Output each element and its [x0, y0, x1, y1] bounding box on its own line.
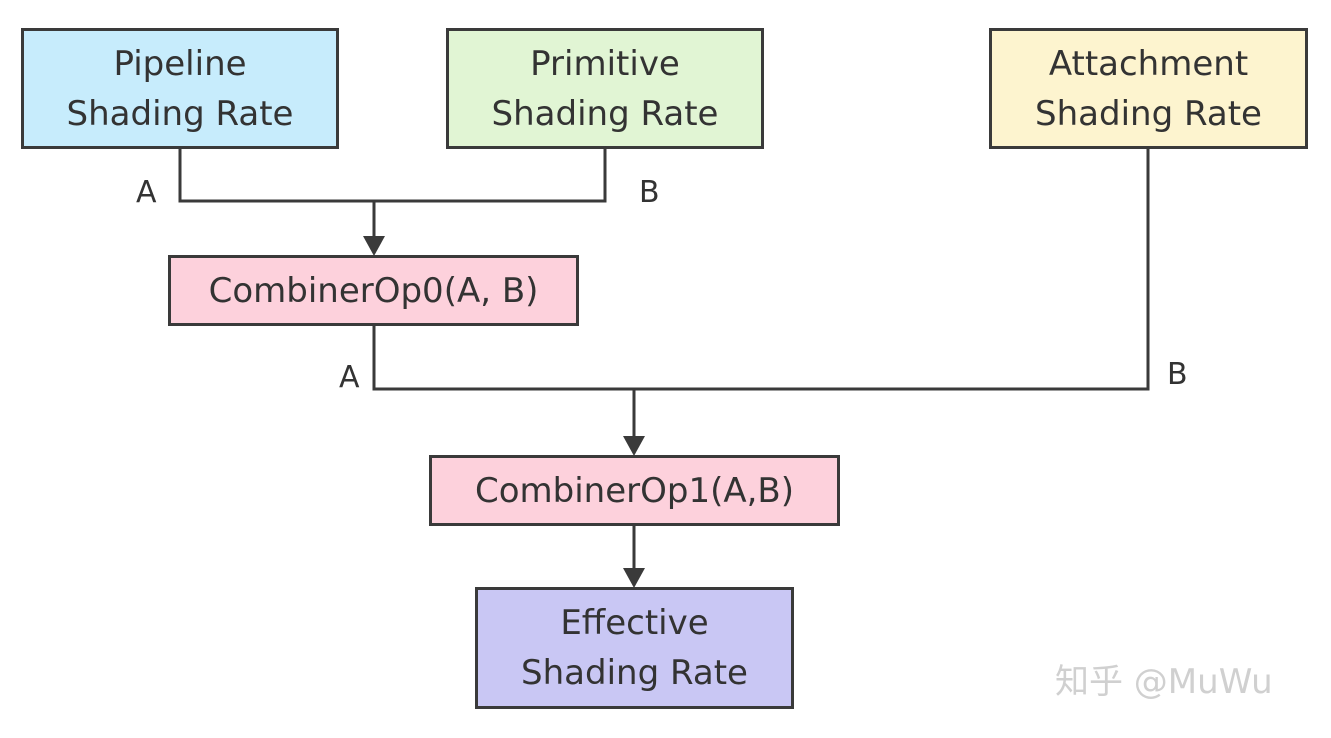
- effective-shading-rate-box: Effective Shading Rate: [475, 587, 794, 709]
- arrowhead-effective: [623, 568, 645, 588]
- combiner-op1-label: CombinerOp1(A,B): [474, 470, 795, 511]
- primitive-line2: Shading Rate: [491, 93, 719, 134]
- edge-primitive-to-merge0: [374, 148, 607, 203]
- primitive-line1: Primitive: [530, 43, 680, 84]
- edge-label-pipeline-a: A: [136, 175, 157, 210]
- arrowhead-combiner0: [363, 236, 385, 256]
- pipeline-line1: Pipeline: [113, 43, 247, 84]
- attachment-shading-rate-box: Attachment Shading Rate: [989, 28, 1308, 149]
- effective-line2: Shading Rate: [521, 653, 748, 693]
- edge-pipeline-to-merge0: [178, 148, 374, 203]
- edge-combiner0-to-merge1: [372, 325, 634, 391]
- combiner-op1-box: CombinerOp1(A,B): [429, 455, 840, 526]
- watermark-text: 知乎 @MuWu: [1055, 662, 1273, 702]
- combiner-op0-label: CombinerOp0(A, B): [208, 270, 539, 311]
- primitive-shading-rate-box: Primitive Shading Rate: [446, 28, 764, 149]
- combiner-op0-box: CombinerOp0(A, B): [168, 255, 579, 326]
- arrowhead-combiner1: [623, 436, 645, 456]
- edge-label-primitive-b: B: [639, 175, 660, 210]
- pipeline-shading-rate-box: Pipeline Shading Rate: [21, 28, 339, 149]
- effective-line1: Effective: [560, 603, 709, 643]
- pipeline-line2: Shading Rate: [66, 93, 294, 134]
- edge-label-combiner0-a: A: [339, 360, 360, 395]
- edge-label-attachment-b: B: [1167, 357, 1188, 392]
- attachment-line1: Attachment: [1048, 43, 1249, 84]
- attachment-line2: Shading Rate: [1035, 93, 1262, 134]
- edge-attachment-to-merge1: [634, 148, 1150, 391]
